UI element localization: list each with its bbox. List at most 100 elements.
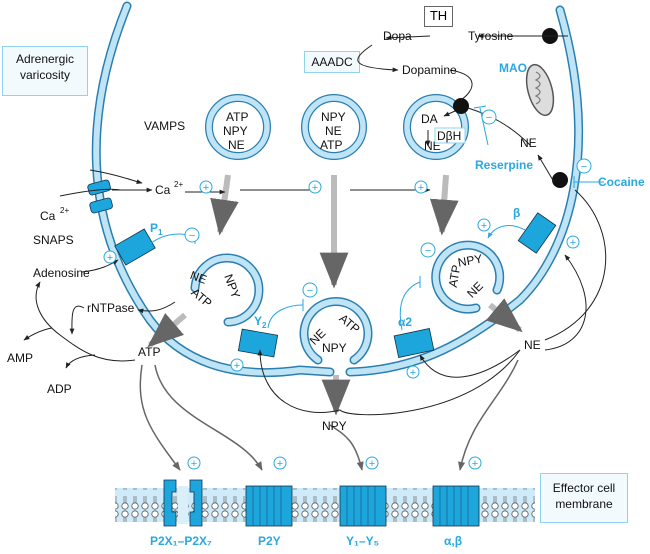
- sign-circle: [481, 109, 497, 125]
- p1-label: P: [150, 221, 158, 235]
- box-line: varicosity: [19, 68, 70, 82]
- fv-right-atp: ATP: [446, 264, 464, 289]
- alpha-beta-receptor: [432, 485, 480, 527]
- alpha2-label: α2: [398, 315, 412, 329]
- fv-right-ne: NE: [464, 279, 486, 301]
- plus-sign-icon: +: [103, 250, 117, 264]
- sign-glyph: +: [570, 237, 576, 249]
- dbh-box: [434, 127, 466, 144]
- atp-released-label: ATP: [138, 345, 160, 359]
- plus-sign-icon: +: [406, 365, 420, 379]
- ca-outside-label: Ca: [40, 209, 56, 223]
- minus-sign-icon: −: [481, 109, 497, 125]
- sign-glyph: −: [581, 161, 587, 173]
- vesicle-1: [205, 94, 271, 160]
- net-transporter: [552, 172, 568, 188]
- fusing-vesicle-right: [431, 240, 505, 314]
- plus-sign-icon: +: [308, 180, 322, 194]
- y2-sub: 2: [262, 321, 267, 330]
- box-line: Adrenergic: [15, 52, 75, 66]
- plus-sign-icon: +: [199, 180, 213, 194]
- mao-label: MAO: [499, 61, 527, 75]
- v3-da: DA: [421, 112, 438, 126]
- sign-circle: [566, 235, 580, 249]
- y2-receptor: [237, 328, 279, 358]
- beta-receptor: [517, 212, 557, 254]
- fv-left-ne: NE: [188, 268, 208, 287]
- sign-glyph: +: [472, 458, 478, 470]
- v1-ne: NE: [228, 138, 245, 152]
- varicosity-membrane: [91, 1, 584, 377]
- minus-sign-icon: −: [184, 227, 200, 243]
- calcium-channel: [87, 179, 113, 214]
- rntpase-label: rNTPase: [87, 301, 135, 315]
- minus-sign-icon: −: [420, 242, 436, 258]
- sign-glyph: +: [191, 458, 197, 470]
- v1-npy: NPY: [223, 124, 248, 138]
- cocaine-label: Cocaine: [598, 175, 645, 189]
- box-line: membrane: [555, 497, 613, 511]
- sign-circle: [184, 227, 200, 243]
- reserpine-label: Reserpine: [475, 158, 533, 172]
- sign-circle: [302, 282, 318, 298]
- sign-circle: [477, 218, 491, 232]
- v2-npy: NPY: [321, 110, 346, 124]
- receptor-helices: [252, 486, 469, 526]
- minus-sign-icon: −: [302, 282, 318, 298]
- effector-membrane-label: Effector cell membrane: [540, 473, 628, 523]
- plus-sign-icon: +: [273, 456, 287, 470]
- sign-glyph: +: [410, 367, 416, 379]
- v1-atp: ATP: [226, 110, 248, 124]
- tyrosine-label: Tyrosine: [468, 29, 514, 43]
- amp-label: AMP: [7, 351, 33, 365]
- sign-glyph: −: [189, 230, 195, 242]
- p2x-channel-receptor: [163, 479, 203, 527]
- v2-atp: ATP: [320, 138, 342, 152]
- sign-circle: [230, 358, 244, 372]
- sign-circle: [103, 250, 117, 264]
- adrenergic-varicosity-label: Adrenergic varicosity: [2, 46, 88, 96]
- p1-receptor: [114, 228, 156, 266]
- sign-glyph: +: [107, 252, 113, 264]
- ca-inside-sup: 2+: [174, 180, 183, 189]
- plus-sign-icon: +: [468, 456, 482, 470]
- adenosine-label: Adenosine: [33, 266, 90, 280]
- text-labels: Dopa Tyrosine Dopamine MAO ATP NPY NE NP…: [7, 29, 645, 548]
- y2-label: Y: [254, 314, 262, 328]
- modulation-signs: + + + − + − + − + + + − − + + + +: [103, 109, 592, 470]
- sign-circle: [365, 456, 379, 470]
- p2y-receptor: [245, 485, 293, 527]
- npy-released-label: NPY: [322, 419, 347, 433]
- v2-ne: NE: [325, 124, 342, 138]
- ca-outside-sup: 2+: [60, 206, 69, 215]
- sign-glyph: −: [425, 245, 431, 257]
- plus-sign-icon: +: [414, 180, 428, 194]
- dopamine-label: Dopamine: [402, 63, 457, 77]
- plus-sign-icon: +: [365, 456, 379, 470]
- p2y-label: P2Y: [258, 534, 281, 548]
- sign-glyph: +: [369, 458, 375, 470]
- p2x-label: P2X₁–P2X₇: [150, 534, 212, 548]
- ne-released-label: NE: [524, 338, 541, 352]
- sign-circle: [308, 180, 322, 194]
- plus-sign-icon: +: [566, 235, 580, 249]
- ne-reuptake-label: NE: [520, 136, 537, 150]
- vesicle-2: [301, 94, 367, 160]
- sign-glyph: +: [481, 220, 487, 232]
- fv-right-npy: NPY: [457, 252, 484, 270]
- vmat-transporter: [453, 98, 469, 114]
- fv-left-npy: NPY: [221, 272, 243, 300]
- dopa-label: Dopa: [383, 29, 412, 43]
- sign-circle: [468, 456, 482, 470]
- plus-sign-icon: +: [230, 358, 244, 372]
- p1-sub: 1: [158, 228, 163, 237]
- sign-glyph: +: [203, 182, 209, 194]
- alpha-beta-label: α,β: [444, 534, 462, 548]
- sign-circle: [576, 158, 592, 174]
- box-line: Effector cell: [552, 481, 616, 495]
- sign-circle: [273, 456, 287, 470]
- fusing-vesicle-left: [190, 253, 264, 327]
- sign-circle: [199, 180, 213, 194]
- mitochondrion-icon: [525, 63, 555, 117]
